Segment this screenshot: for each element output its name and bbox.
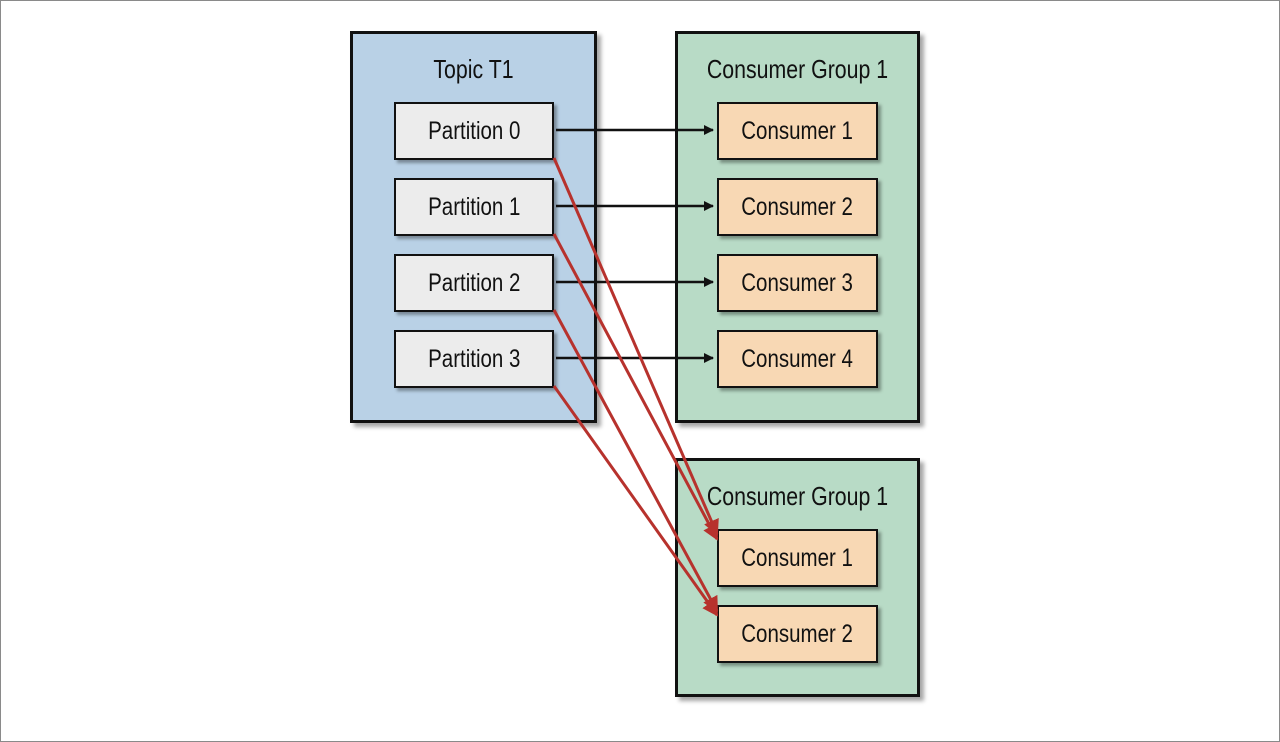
consumer-group-a-title: Consumer Group 1 [706,54,889,84]
group-a-consumer-2: Consumer 2 [717,178,878,236]
group-a-consumer-4-label: Consumer 4 [741,344,854,373]
arrow-partition-1-to-group-b-consumer-1 [552,233,719,541]
group-a-consumer-1: Consumer 1 [717,102,878,160]
partition-3: Partition 3 [394,330,554,388]
group-b-consumer-1-label: Consumer 1 [741,543,854,572]
group-a-consumer-3: Consumer 3 [717,254,878,312]
group-b-consumer-2: Consumer 2 [717,605,878,663]
topic-title: Topic T1 [433,54,514,84]
group-b-consumer-2-label: Consumer 2 [741,619,854,648]
partition-2-label: Partition 2 [427,268,521,297]
arrow-partition-3-to-group-b-consumer-2 [552,385,719,617]
consumer-group-b-title: Consumer Group 1 [706,481,889,511]
arrow-partition-2-to-group-b-consumer-2 [552,309,719,613]
group-b-consumer-1: Consumer 1 [717,529,878,587]
group-a-consumer-3-label: Consumer 3 [741,268,854,297]
group-a-consumer-4: Consumer 4 [717,330,878,388]
partition-1-label: Partition 1 [427,192,521,221]
partition-3-label: Partition 3 [427,344,521,373]
group-a-consumer-2-label: Consumer 2 [741,192,854,221]
partition-0: Partition 0 [394,102,554,160]
arrow-partition-0-to-group-b-consumer-1 [552,157,719,536]
partition-0-label: Partition 0 [427,116,521,145]
partition-2: Partition 2 [394,254,554,312]
partition-1: Partition 1 [394,178,554,236]
group-a-consumer-1-label: Consumer 1 [741,116,854,145]
